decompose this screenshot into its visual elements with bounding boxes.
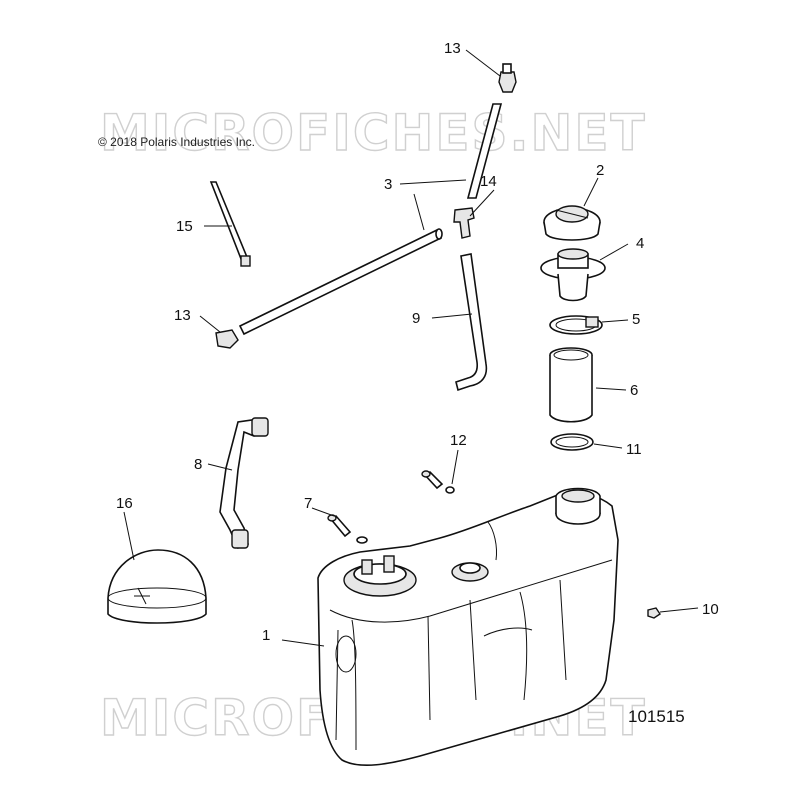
callout-5: 5 (632, 311, 640, 328)
part-4-filler-neck (540, 248, 606, 302)
part-13-fitting-left (215, 329, 239, 349)
part-14-tee-fitting (453, 207, 475, 239)
callout-9: 9 (412, 310, 420, 327)
callout-2: 2 (596, 162, 604, 179)
part-2-fuel-cap (543, 205, 601, 241)
callout-13-top: 13 (444, 40, 461, 57)
callout-7: 7 (304, 495, 312, 512)
callout-10: 10 (702, 601, 719, 618)
callout-11: 11 (626, 441, 642, 458)
part-5-clamp (549, 315, 603, 335)
part-11-clamp (550, 433, 594, 451)
part-7-bolt (327, 514, 368, 544)
callout-4: 4 (636, 235, 644, 252)
callout-16: 16 (116, 495, 133, 512)
callout-15: 15 (176, 218, 193, 235)
part-16-dome-cover (107, 549, 207, 624)
part-6-filler-hose (549, 347, 593, 423)
leader-lines (123, 49, 699, 647)
callout-13-left: 13 (174, 307, 191, 324)
callout-14: 14 (480, 173, 497, 190)
callout-8: 8 (194, 456, 202, 473)
callout-3: 3 (384, 176, 392, 193)
watermark-top: MICROFICHES.NET (100, 104, 647, 162)
part-9-bent-hose (455, 253, 488, 392)
part-13-vent-hose (466, 103, 503, 199)
callout-12: 12 (450, 432, 467, 449)
part-15-rod (209, 181, 251, 267)
copyright-text: © 2018 Polaris Industries Inc. (98, 135, 255, 149)
figure-number: 101515 (628, 707, 685, 726)
part-13-vent-fitting-top (498, 63, 517, 93)
part-3-long-hose (238, 228, 443, 336)
callout-1: 1 (262, 627, 270, 644)
part-12-bolt (421, 470, 455, 494)
callout-6: 6 (630, 382, 638, 399)
part-10-nut (647, 607, 661, 619)
part-8-fuel-line (219, 417, 269, 550)
part-1-fuel-tank (317, 487, 619, 767)
